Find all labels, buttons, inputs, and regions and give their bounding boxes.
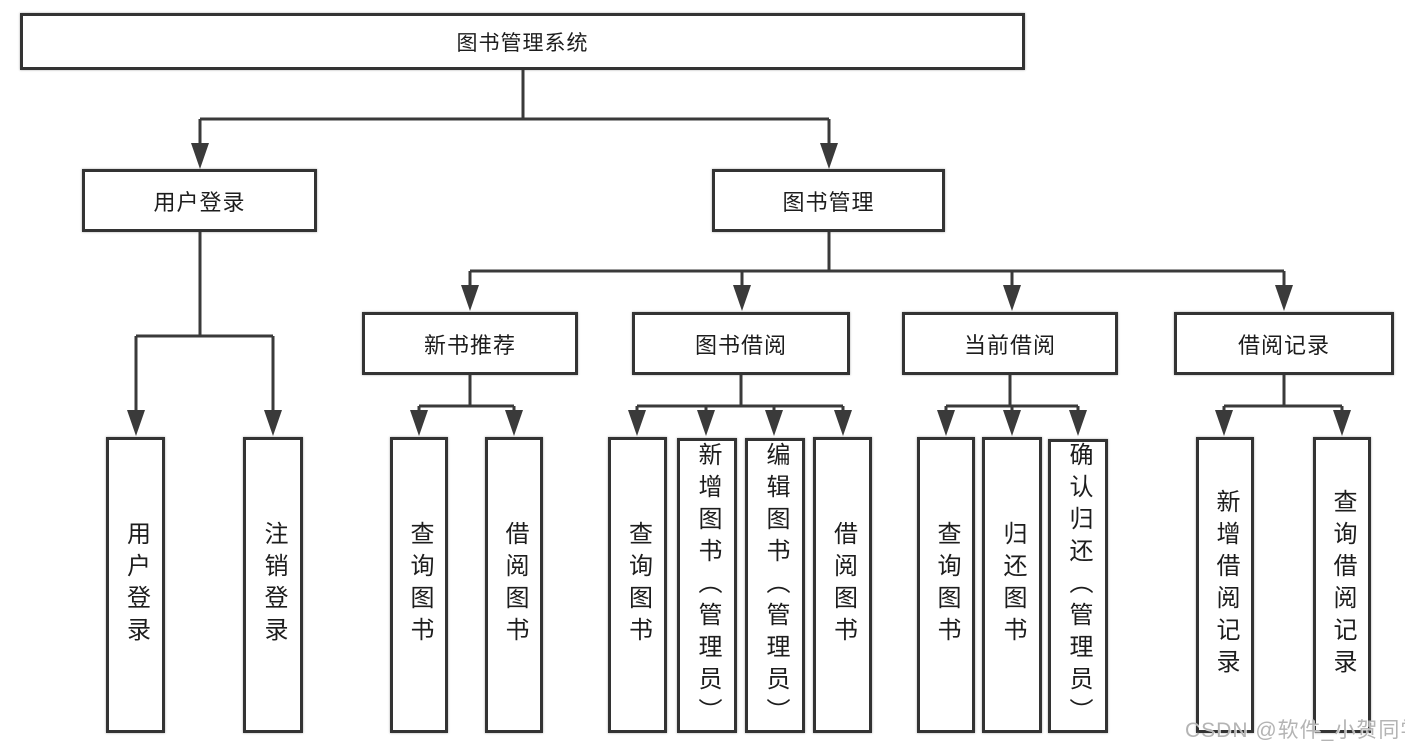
leaf-cb-return-books: 归还图书 [982,437,1042,733]
leaf-cb-confirm-return-admin: 确认归还（管理员） [1048,439,1108,733]
leaf-bb-edit-books-admin: 编辑图书（管理员） [745,438,805,733]
leaf-br-query-record: 查询借阅记录 [1313,437,1371,733]
leaf-bb-borrow-books: 借阅图书 [813,437,872,733]
node-current-borrowing: 当前借阅 [902,312,1118,375]
leaf-br-add-record: 新增借阅记录 [1196,437,1254,733]
csdn-watermark: CSDN @软件_小贺同学 [1185,719,1405,742]
leaf-bb-query-books: 查询图书 [608,437,667,733]
node-borrowing-records: 借阅记录 [1174,312,1394,375]
tree-edges [134,70,1344,412]
leaf-logout: 注销登录 [243,437,303,733]
node-library-management-system: 图书管理系统 [20,13,1025,70]
leaf-bb-add-books-admin: 新增图书（管理员） [677,438,737,733]
node-book-management: 图书管理 [712,169,945,232]
leaf-nbr-borrow-books: 借阅图书 [485,437,543,733]
node-book-borrowing: 图书借阅 [632,312,850,375]
arrowheads [127,143,1351,436]
leaf-cb-query-books: 查询图书 [917,437,975,733]
leaf-user-login: 用户登录 [106,437,165,733]
node-new-book-recommend: 新书推荐 [362,312,578,375]
leaf-nbr-query-books: 查询图书 [390,437,448,733]
node-user-login: 用户登录 [82,169,317,232]
